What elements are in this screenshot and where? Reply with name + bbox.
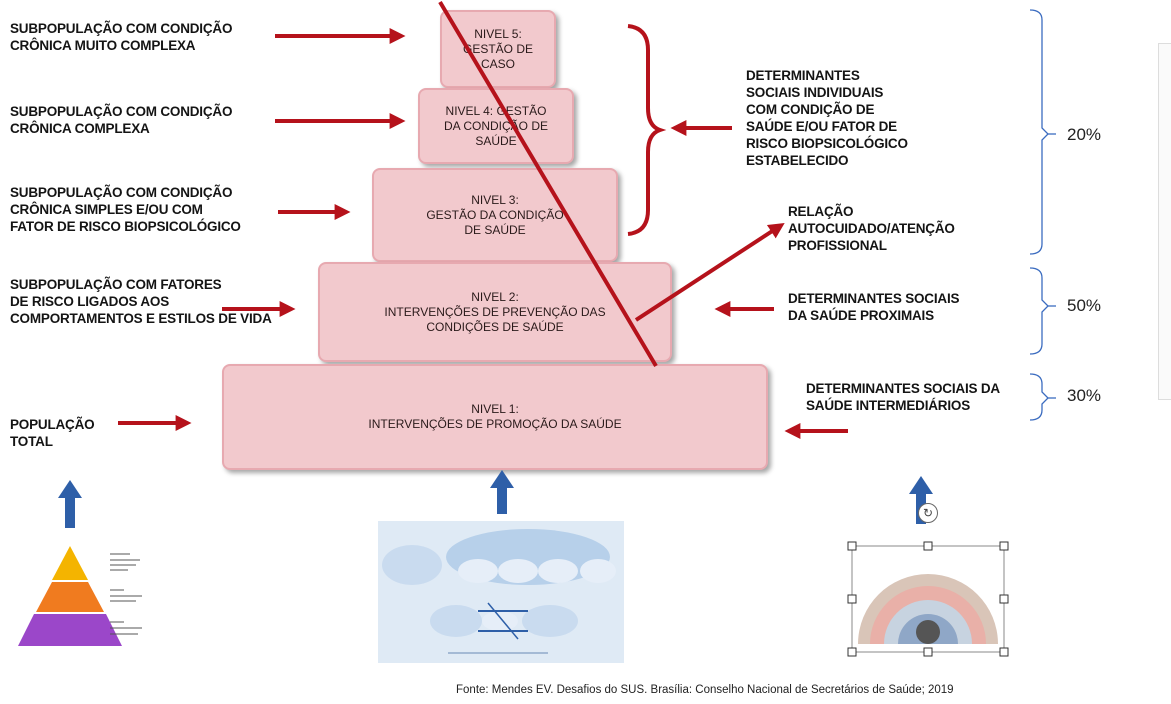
level-3-box: NIVEL 3: GESTÃO DA CONDIÇÃO DE SAÚDE <box>372 168 618 262</box>
bracket-50 <box>1029 267 1049 355</box>
blue-up-arrow-center <box>490 470 514 514</box>
level-4-box: NIVEL 4: GESTÃO DA CONDIÇÃO DE SAÚDE <box>418 88 574 164</box>
diagonal-line <box>438 0 658 368</box>
red-curly-brace <box>627 24 667 236</box>
percent-20: 20% <box>1067 125 1102 144</box>
label-total-population: POPULAÇÃO TOTAL <box>10 417 95 449</box>
percent-30: 30% <box>1067 386 1102 405</box>
source-citation: Fonte: Mendes EV. Desafios do SUS. Brasí… <box>456 684 954 696</box>
label-self-care-relation: RELAÇÃO AUTOCUIDADO/ATENÇÃO PROFISSIONAL <box>788 204 955 253</box>
level-1-box: NIVEL 1: INTERVENÇÕES DE PROMOÇÃO DA SAÚ… <box>222 364 768 470</box>
label-simple-chronic: SUBPOPULAÇÃO COM CONDIÇÃO CRÔNICA SIMPLE… <box>10 185 241 234</box>
side-panel-edge <box>1158 43 1171 400</box>
bracket-30 <box>1029 373 1049 421</box>
health-system-diagram-thumbnail <box>378 521 624 663</box>
level-5-box: NIVEL 5: GESTÃO DE CASO <box>440 10 556 88</box>
label-complex-chronic: SUBPOPULAÇÃO COM CONDIÇÃO CRÔNICA COMPLE… <box>10 104 233 136</box>
label-proximal-determinants: DETERMINANTES SOCIAIS DA SAÚDE PROXIMAIS <box>788 291 960 323</box>
arrow-to-self-care <box>634 222 785 322</box>
small-pyramid-thumbnail <box>18 546 142 646</box>
percent-50: 50% <box>1067 296 1102 315</box>
label-risk-factors: SUBPOPULAÇÃO COM FATORES DE RISCO LIGADO… <box>10 277 272 326</box>
rotate-handle-icon[interactable]: ↻ <box>918 503 938 523</box>
level-2-box: NIVEL 2: INTERVENÇÕES DE PREVENÇÃO DAS C… <box>318 262 672 362</box>
label-very-complex-chronic: SUBPOPULAÇÃO COM CONDIÇÃO CRÔNICA MUITO … <box>10 21 233 53</box>
blue-up-arrow-left <box>58 480 82 528</box>
label-individual-determinants: DETERMINANTES SOCIAIS INDIVIDUAIS COM CO… <box>746 68 908 168</box>
bracket-20 <box>1029 9 1049 255</box>
determinants-rainbow-thumbnail <box>847 541 1009 657</box>
label-intermediate-determinants: DETERMINANTES SOCIAIS DA SAÚDE INTERMEDI… <box>806 381 1000 413</box>
